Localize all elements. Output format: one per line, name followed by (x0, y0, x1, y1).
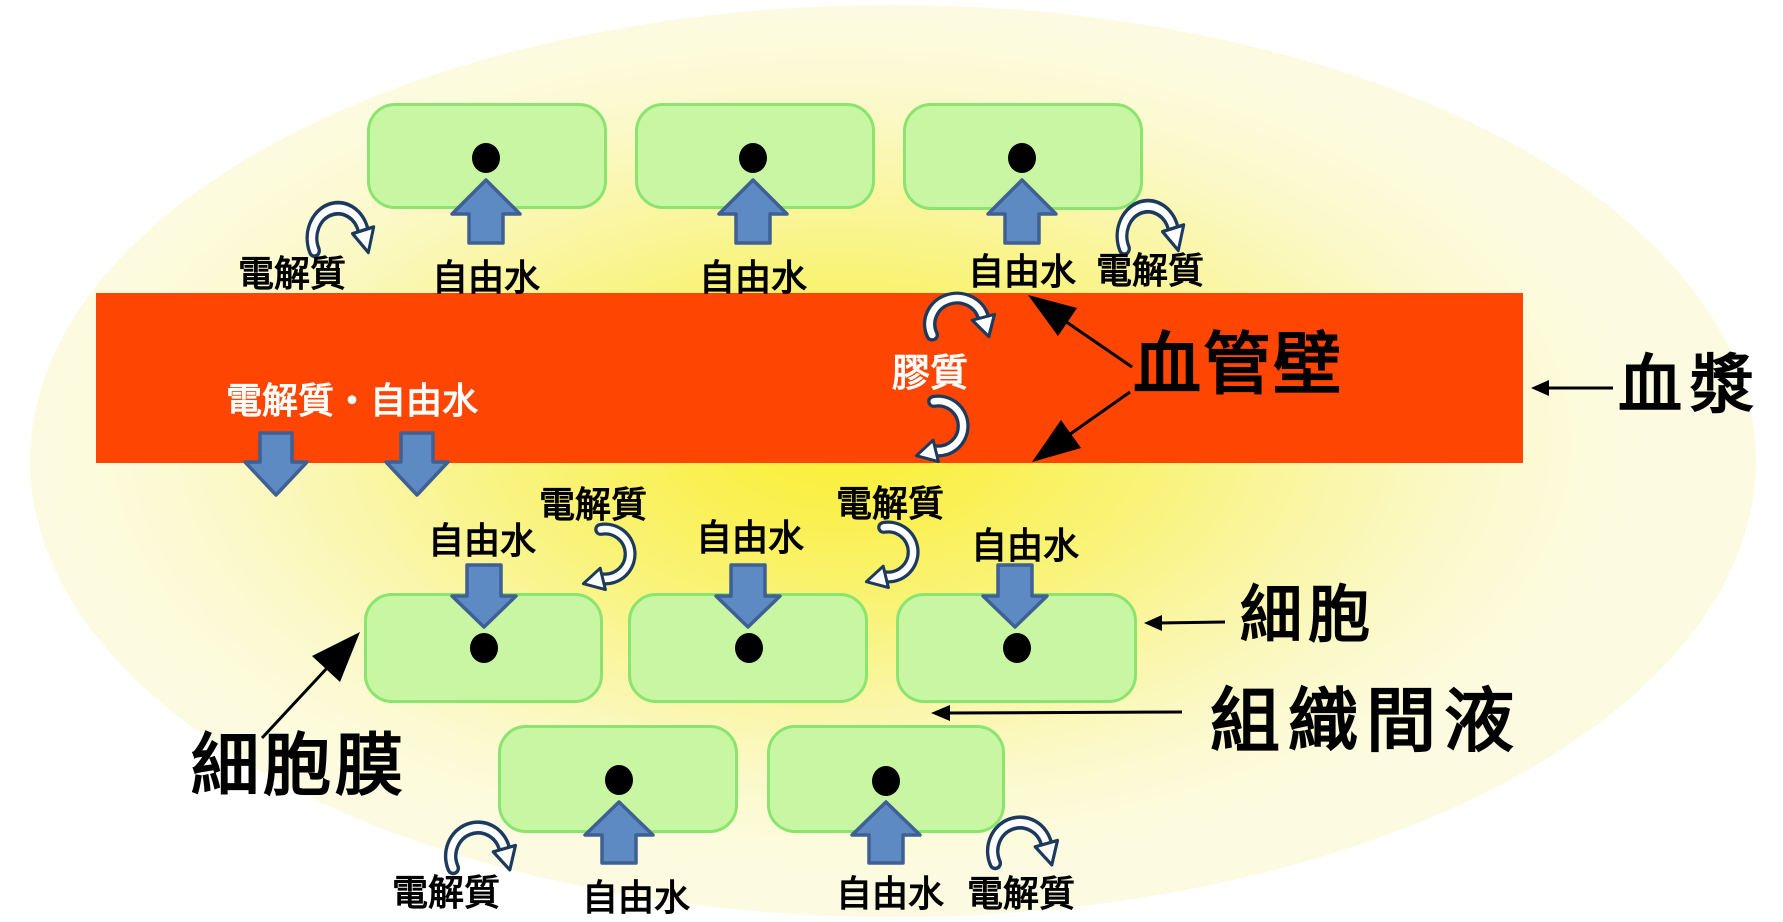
cell-box-top-3 (903, 103, 1143, 210)
cell-box-middle-2 (628, 593, 868, 703)
cell-box-bottom-1 (498, 725, 738, 833)
label-cell-membrane: 細胞膜 (191, 727, 408, 806)
label-electrolyte-bottom-left: 電解質 (391, 873, 501, 914)
label-free-water-top-3: 自由水 (967, 252, 1077, 293)
label-electrolyte-middle-2: 電解質 (835, 484, 945, 525)
cell-box-bottom-2 (767, 725, 1005, 833)
label-plasma: 血漿 (1618, 349, 1762, 423)
label-free-water-bottom-2: 自由水 (835, 874, 945, 915)
label-free-water-middle-1: 自由水 (427, 521, 537, 562)
label-electrolyte-free-water-band: 電解質・自由水 (225, 381, 479, 422)
label-electrolyte-bottom-right: 電解質 (966, 874, 1076, 915)
cell-box-top-1 (367, 103, 607, 209)
label-free-water-top-1: 自由水 (431, 258, 541, 299)
vessel-wall-band (96, 293, 1523, 463)
label-free-water-middle-3: 自由水 (970, 526, 1080, 567)
cell-box-middle-1 (364, 593, 603, 703)
label-free-water-bottom-1: 自由水 (581, 878, 691, 919)
label-colloid: 膠質 (891, 351, 969, 395)
label-electrolyte-top-left: 電解質 (237, 254, 347, 295)
label-electrolyte-top-right: 電解質 (1095, 251, 1205, 292)
label-free-water-top-2: 自由水 (698, 258, 808, 299)
label-interstitial-fluid: 組織間液 (1210, 680, 1522, 762)
cell-box-top-2 (635, 103, 875, 209)
label-cell: 細胞 (1240, 578, 1377, 651)
label-free-water-middle-2: 自由水 (695, 518, 805, 559)
cell-box-middle-3 (896, 593, 1137, 703)
label-electrolyte-middle-1: 電解質 (538, 485, 648, 526)
label-vessel-wall: 血管壁 (1133, 326, 1344, 405)
